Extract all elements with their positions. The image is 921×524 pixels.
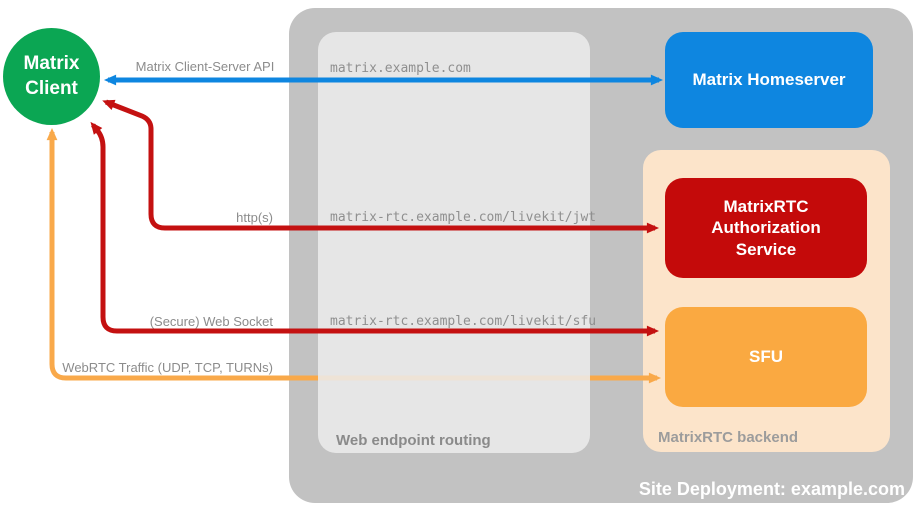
auth-service-label-line3: Service [735,239,797,259]
endpoint-url-livekit-jwt: matrix-rtc.example.com/livekit/jwt [330,210,597,225]
web-endpoint-routing-label: Web endpoint routing [336,432,491,449]
web-endpoint-routing-group [318,32,590,453]
auth-service-label-line2: Authorization [711,218,821,238]
https-arrow-label: http(s) [236,210,273,225]
sfu-label: SFU [749,347,783,366]
auth-service-label-line1: MatrixRTC [723,197,809,217]
site-deployment-title: Site Deployment: example.com [638,479,905,499]
webrtc-arrow-label: WebRTC Traffic (UDP, TCP, TURNs) [62,360,273,375]
matrix-homeserver-node: Matrix Homeserver [665,32,873,128]
matrix-client-label-line1: Matrix [23,52,80,74]
sfu-node: SFU [665,307,867,407]
matrixrtc-backend-label: MatrixRTC backend [658,429,799,446]
endpoint-url-livekit-sfu: matrix-rtc.example.com/livekit/sfu [330,314,597,329]
endpoint-url-homeserver: matrix.example.com [330,61,471,76]
client-server-api-arrow-label: Matrix Client-Server API [135,59,275,74]
websocket-arrow-label: (Secure) Web Socket [149,314,273,329]
matrix-homeserver-label: Matrix Homeserver [692,70,846,89]
matrixrtc-authorization-service-node: MatrixRTC Authorization Service [665,178,867,278]
matrix-client-node: Matrix Client [3,28,100,125]
matrix-client-label-line2: Client [25,77,78,99]
